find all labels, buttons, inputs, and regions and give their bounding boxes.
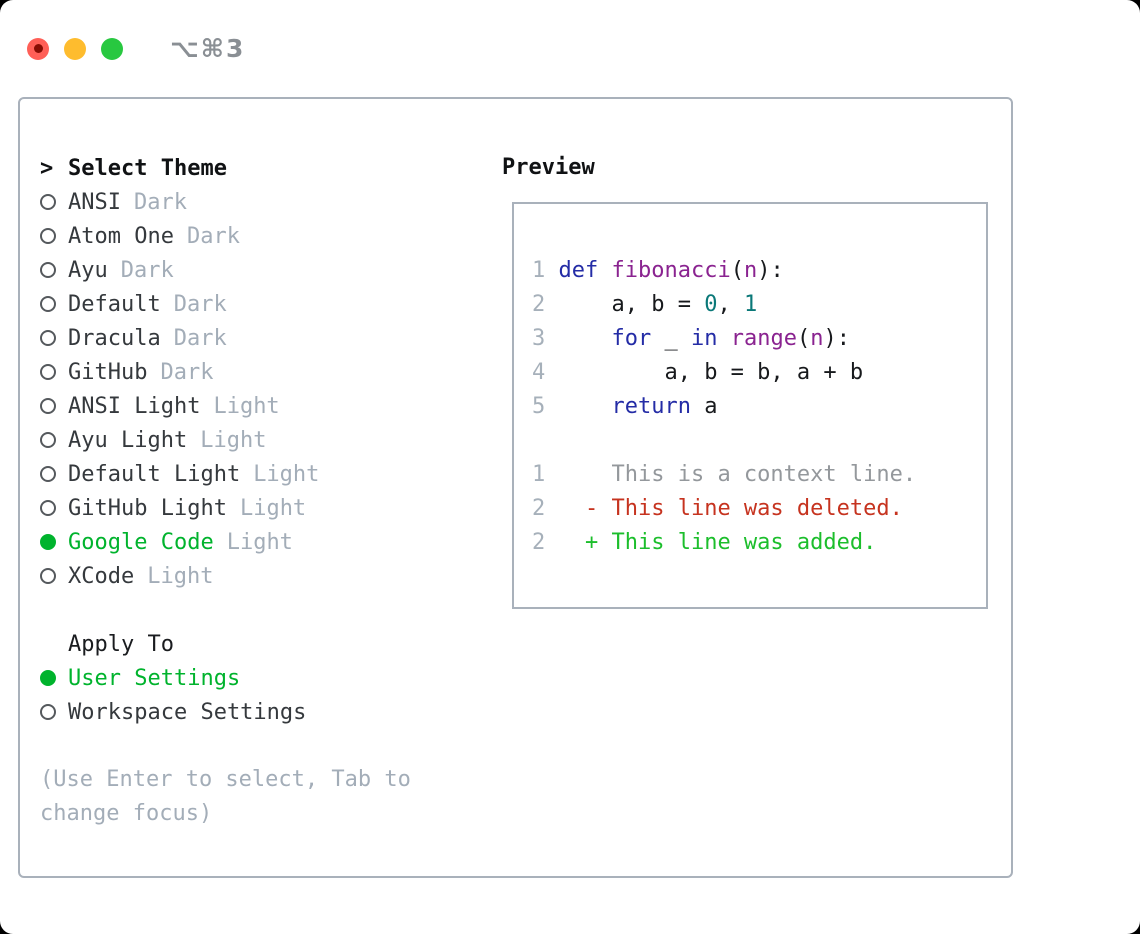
code-line: 1 This is a context line. (532, 458, 978, 492)
theme-list: ANSI Dark Atom One Dark Ayu Dark (40, 185, 502, 593)
theme-variant: Dark (120, 257, 174, 283)
theme-name: GitHub (68, 359, 148, 385)
radio-icon (40, 194, 68, 210)
radio-icon (40, 262, 68, 278)
radio-icon (40, 330, 68, 346)
theme-name: ANSI Light (68, 393, 201, 419)
spacer (40, 636, 68, 652)
preview-title: Preview (502, 155, 595, 180)
line-number: 5 (532, 394, 546, 419)
theme-variant: Dark (186, 223, 240, 249)
theme-option[interactable]: Dracula Dark (40, 321, 502, 355)
cursor-prefix: > (40, 155, 54, 181)
code-line: 5 return a (532, 390, 978, 424)
radio-icon (40, 398, 68, 414)
theme-option[interactable]: ANSI Light Light (40, 389, 502, 423)
theme-name: GitHub Light (68, 495, 227, 521)
select-theme-title: Select Theme (68, 155, 227, 181)
theme-option[interactable]: ANSI Dark (40, 185, 502, 219)
select-theme-header: > Select Theme (40, 151, 502, 185)
code-line: 3 for _ in range(n): (532, 322, 978, 356)
theme-option[interactable]: Default Dark (40, 287, 502, 321)
theme-name: ANSI (68, 189, 121, 215)
traffic-lights (27, 37, 123, 60)
radio-icon (40, 534, 68, 550)
apply-to-list: User Settings Workspace Settings (40, 661, 502, 729)
line-number: 4 (532, 360, 546, 385)
theme-option[interactable]: Google Code Light (40, 525, 502, 559)
theme-name: Default Light (68, 461, 241, 487)
apply-to-option[interactable]: User Settings (40, 661, 502, 695)
apply-to-option[interactable]: Workspace Settings (40, 695, 502, 729)
radio-icon (40, 432, 68, 448)
radio-icon (40, 568, 68, 584)
line-number: 2 (532, 496, 546, 521)
theme-picker-column: > Select Theme ANSI Dark Atom One Dark (40, 151, 502, 831)
zoom-button[interactable] (101, 37, 123, 60)
apply-to-name: User Settings (68, 665, 241, 691)
theme-variant: Dark (133, 189, 187, 215)
theme-name: Dracula (68, 325, 161, 351)
radio-icon (40, 228, 68, 244)
preview-column: Preview 1 def fibonacci(n):2 a, b = 0, 1… (502, 151, 1007, 609)
theme-name: Ayu (68, 257, 108, 283)
line-number: 2 (532, 292, 546, 317)
theme-variant: Dark (160, 359, 214, 385)
code-line: 4 a, b = b, a + b (532, 356, 978, 390)
theme-option[interactable]: Ayu Light Light (40, 423, 502, 457)
theme-variant: Dark (173, 325, 227, 351)
apply-to-header-row: Apply To (40, 627, 502, 661)
radio-icon (40, 500, 68, 516)
theme-variant: Light (226, 529, 293, 555)
theme-option[interactable]: GitHub Light Light (40, 491, 502, 525)
code-line: 2 + This line was added. (532, 526, 978, 560)
apply-to-section: Apply To User Settings Workspace Setting… (40, 627, 502, 729)
apply-to-title: Apply To (68, 631, 174, 657)
theme-name: Google Code (68, 529, 214, 555)
line-number: 2 (532, 530, 546, 555)
line-number: 1 (532, 462, 546, 487)
theme-name: Default (68, 291, 161, 317)
code-line (532, 424, 978, 458)
theme-name: XCode (68, 563, 135, 589)
theme-variant: Light (239, 495, 307, 521)
keyboard-hint: (Use Enter to select, Tab to change focu… (40, 767, 411, 826)
theme-variant: Light (200, 427, 267, 453)
line-number: 1 (532, 258, 546, 283)
radio-icon (40, 296, 68, 312)
minimize-button[interactable] (64, 37, 86, 60)
theme-variant: Light (253, 461, 320, 487)
code-line: 1 def fibonacci(n): (532, 254, 978, 288)
titlebar: ⌥⌘3 (0, 0, 1140, 97)
theme-variant: Light (147, 563, 214, 589)
theme-option[interactable]: GitHub Dark (40, 355, 502, 389)
theme-name: Atom One (68, 223, 174, 249)
code-line: 2 a, b = 0, 1 (532, 288, 978, 322)
radio-icon (40, 466, 68, 482)
apply-to-name: Workspace Settings (68, 699, 307, 725)
theme-variant: Light (213, 393, 280, 419)
theme-name: Ayu Light (68, 427, 188, 453)
radio-icon (40, 704, 68, 720)
theme-option[interactable]: Ayu Dark (40, 253, 502, 287)
window-title: ⌥⌘3 (170, 34, 246, 63)
theme-option[interactable]: Default Light Light (40, 457, 502, 491)
close-button[interactable] (27, 37, 49, 60)
radio-icon (40, 670, 68, 686)
theme-option[interactable]: Atom One Dark (40, 219, 502, 253)
radio-icon (40, 364, 68, 380)
line-number: 3 (532, 326, 546, 351)
theme-picker-panel: > Select Theme ANSI Dark Atom One Dark (18, 97, 1013, 878)
code-line: 2 - This line was deleted. (532, 492, 978, 526)
theme-option[interactable]: XCode Light (40, 559, 502, 593)
theme-variant: Dark (173, 291, 227, 317)
